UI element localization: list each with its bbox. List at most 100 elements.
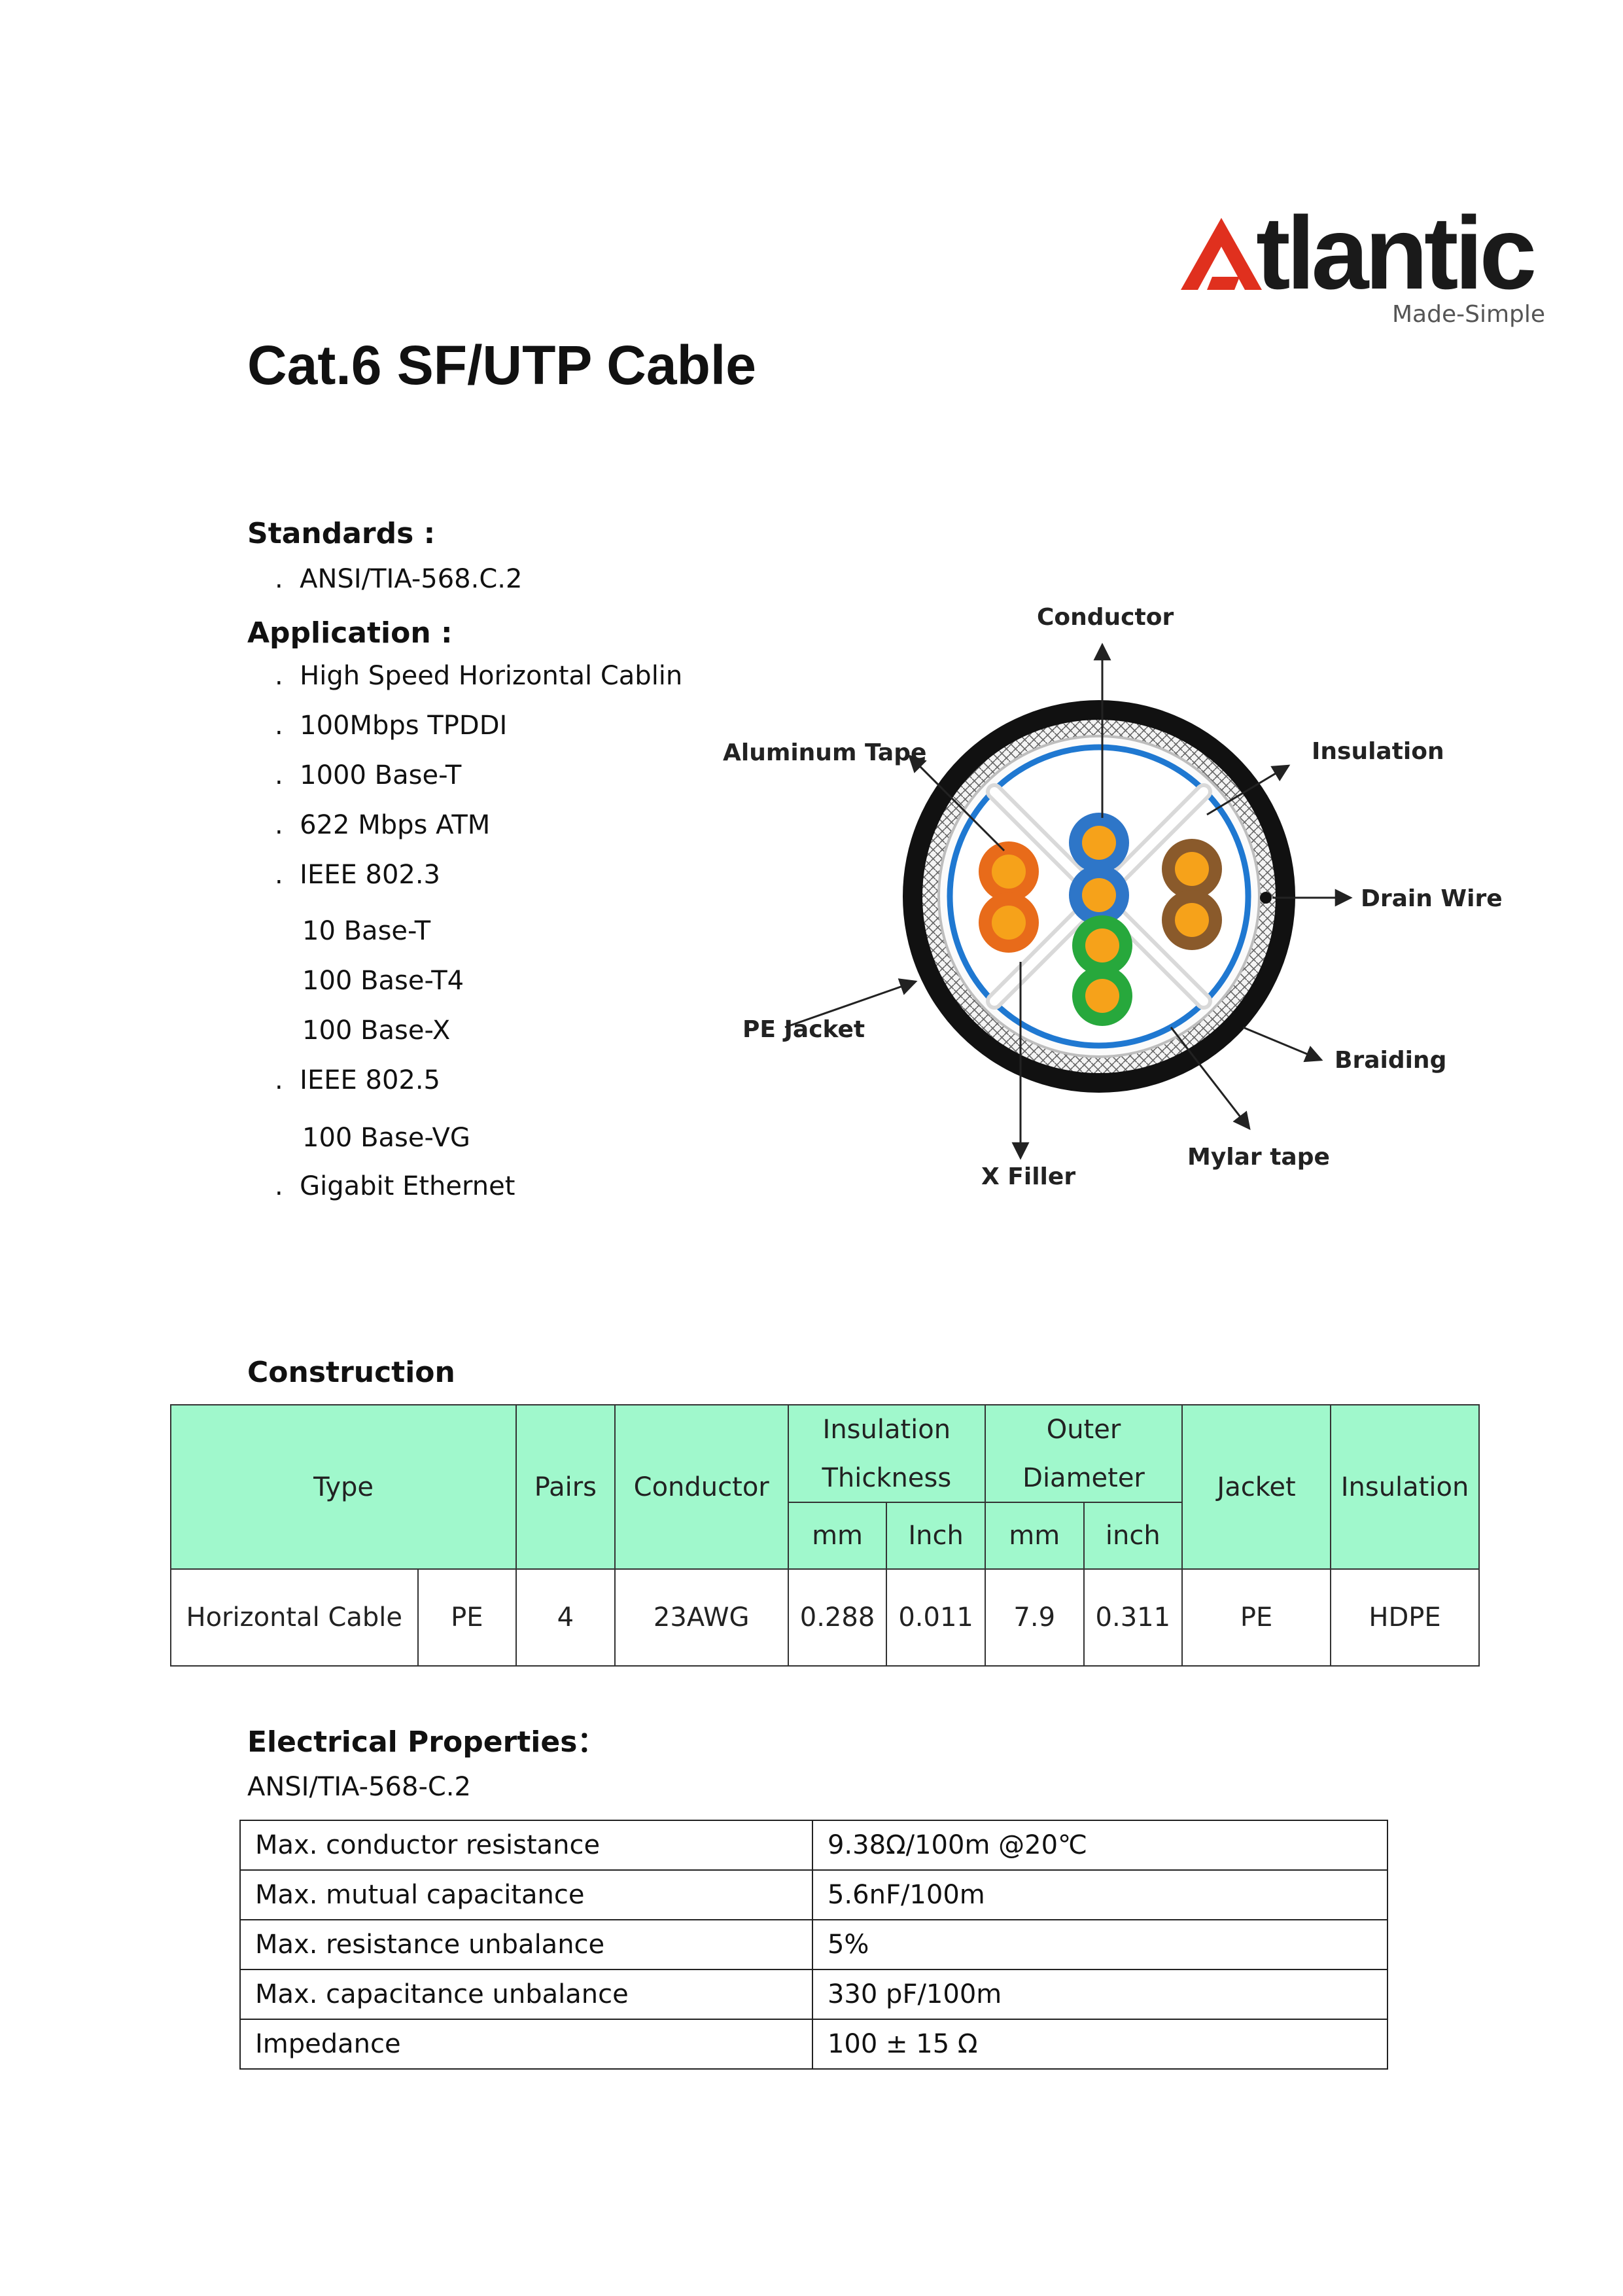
pair-conductor bbox=[1082, 878, 1116, 912]
property-cell: Max. resistance unbalance bbox=[239, 1919, 813, 1970]
th-pairs: Pairs bbox=[515, 1404, 616, 1570]
bullet: . bbox=[275, 661, 300, 691]
th-inch-2: inch bbox=[1083, 1502, 1183, 1570]
bullet: . bbox=[275, 860, 300, 890]
value-cell: 5.6nF/100m bbox=[811, 1869, 1389, 1920]
application-item: 100 Base-T4 bbox=[302, 966, 464, 996]
application-item: 100 Base-VG bbox=[302, 1123, 470, 1153]
th-ins-thickness-2: Thickness bbox=[787, 1454, 986, 1503]
application-heading: Application : bbox=[247, 616, 453, 650]
label-conductor: Conductor bbox=[1037, 604, 1174, 631]
standards-item: . ANSI/TIA-568.C.2 bbox=[275, 564, 522, 594]
label-insulation: Insulation bbox=[1312, 738, 1444, 765]
label-pe-jacket: PE Jacket bbox=[742, 1016, 865, 1043]
pair-conductor bbox=[992, 855, 1026, 889]
th-inch-1: Inch bbox=[886, 1502, 986, 1570]
label-x-filler: X Filler bbox=[981, 1163, 1075, 1190]
application-item-text: Gigabit Ethernet bbox=[300, 1171, 515, 1201]
bullet: . bbox=[275, 810, 300, 840]
table-row: Horizontal Cable PE 4 23AWG 0.288 0.011 … bbox=[170, 1568, 1480, 1667]
bullet: . bbox=[275, 1065, 300, 1095]
property-cell: Max. capacitance unbalance bbox=[239, 1969, 813, 2020]
page-title: Cat.6 SF/UTP Cable bbox=[247, 334, 756, 396]
cell-type: Horizontal Cable bbox=[170, 1568, 419, 1667]
application-item-text: 100 Base-X bbox=[302, 1016, 451, 1046]
atlantic-logo-icon bbox=[1181, 218, 1262, 290]
pair-conductor bbox=[992, 906, 1026, 940]
bullet: . bbox=[275, 711, 300, 741]
th-insulation: Insulation bbox=[1330, 1404, 1480, 1570]
application-item-text: 10 Base-T bbox=[302, 916, 431, 946]
electrical-standard: ANSI/TIA-568-C.2 bbox=[247, 1772, 471, 1802]
cell-type-sub: PE bbox=[417, 1568, 517, 1667]
th-outer-diameter-1: Outer bbox=[984, 1404, 1183, 1454]
construction-table: Type Pairs Conductor Insulation Outer Ja… bbox=[169, 1404, 1480, 1667]
th-outer-diameter-2: Diameter bbox=[984, 1454, 1183, 1503]
label-drain-wire: Drain Wire bbox=[1361, 885, 1503, 912]
application-item-text: 100Mbps TPDDI bbox=[300, 711, 508, 741]
cell-conductor: 23AWG bbox=[614, 1568, 789, 1667]
application-item: 10 Base-T bbox=[302, 916, 430, 946]
value-cell: 5% bbox=[811, 1919, 1389, 1970]
application-item-text: 622 Mbps ATM bbox=[300, 810, 491, 840]
application-item-text: 100 Base-VG bbox=[302, 1123, 470, 1153]
th-conductor: Conductor bbox=[614, 1404, 789, 1570]
logo-tagline: Made-Simple bbox=[1392, 301, 1546, 328]
application-item-text: 1000 Base-T bbox=[300, 760, 462, 790]
pair-conductor bbox=[1085, 979, 1119, 1013]
bullet: . bbox=[275, 760, 300, 790]
drain-wire-dot bbox=[1260, 892, 1272, 904]
application-item: . 1000 Base-T bbox=[275, 760, 461, 790]
standards-item-text: ANSI/TIA-568.C.2 bbox=[300, 564, 523, 594]
pair-conductor bbox=[1175, 852, 1209, 886]
application-item: . IEEE 802.5 bbox=[275, 1065, 440, 1095]
cell-od-inch: 0.311 bbox=[1083, 1568, 1183, 1667]
label-braiding: Braiding bbox=[1335, 1047, 1446, 1074]
th-jacket: Jacket bbox=[1181, 1404, 1332, 1570]
application-item-text: IEEE 802.3 bbox=[300, 860, 440, 890]
cell-pairs: 4 bbox=[515, 1568, 616, 1667]
cell-insulation: HDPE bbox=[1330, 1568, 1480, 1667]
property-cell: Max. conductor resistance bbox=[239, 1820, 813, 1871]
property-cell: Impedance bbox=[239, 2019, 813, 2070]
twisted-pairs bbox=[979, 813, 1222, 1026]
application-item: . High Speed Horizontal Cablin bbox=[275, 661, 682, 691]
value-cell: 330 pF/100m bbox=[811, 1969, 1389, 2020]
application-item: 100 Base-X bbox=[302, 1016, 450, 1046]
application-item: . 100Mbps TPDDI bbox=[275, 711, 507, 741]
bullet: . bbox=[275, 1171, 300, 1201]
cell-ins-inch: 0.011 bbox=[886, 1568, 986, 1667]
cable-cross-section-diagram: Conductor Insulation Aluminum Tape Drain… bbox=[723, 604, 1503, 1190]
th-ins-thickness-1: Insulation bbox=[787, 1404, 986, 1454]
standards-heading: Standards : bbox=[247, 517, 436, 550]
label-mylar-tape: Mylar tape bbox=[1187, 1144, 1330, 1171]
property-cell: Max. mutual capacitance bbox=[239, 1869, 813, 1920]
application-item: . Gigabit Ethernet bbox=[275, 1171, 515, 1201]
application-item-text: IEEE 802.5 bbox=[300, 1065, 440, 1095]
electrical-heading: Electrical Properties： bbox=[247, 1725, 606, 1759]
th-type: Type bbox=[169, 1404, 517, 1570]
pair-conductor bbox=[1082, 826, 1116, 860]
application-item-text: High Speed Horizontal Cablin bbox=[300, 661, 683, 691]
application-item-text: 100 Base-T4 bbox=[302, 966, 464, 996]
pair-conductor bbox=[1085, 928, 1119, 963]
cell-od-mm: 7.9 bbox=[984, 1568, 1085, 1667]
bullet: . bbox=[275, 564, 300, 594]
value-cell: 100 ± 15 Ω bbox=[811, 2019, 1389, 2070]
th-mm-1: mm bbox=[787, 1502, 888, 1570]
application-item: . 622 Mbps ATM bbox=[275, 810, 490, 840]
label-aluminum-tape: Aluminum Tape bbox=[723, 739, 926, 766]
cell-ins-mm: 0.288 bbox=[787, 1568, 888, 1667]
construction-heading: Construction bbox=[247, 1356, 455, 1389]
pair-conductor bbox=[1175, 903, 1209, 937]
th-mm-2: mm bbox=[984, 1502, 1085, 1570]
cell-jacket: PE bbox=[1181, 1568, 1332, 1667]
logo-wordmark: tlantic bbox=[1256, 196, 1537, 311]
application-item: . IEEE 802.3 bbox=[275, 860, 440, 890]
